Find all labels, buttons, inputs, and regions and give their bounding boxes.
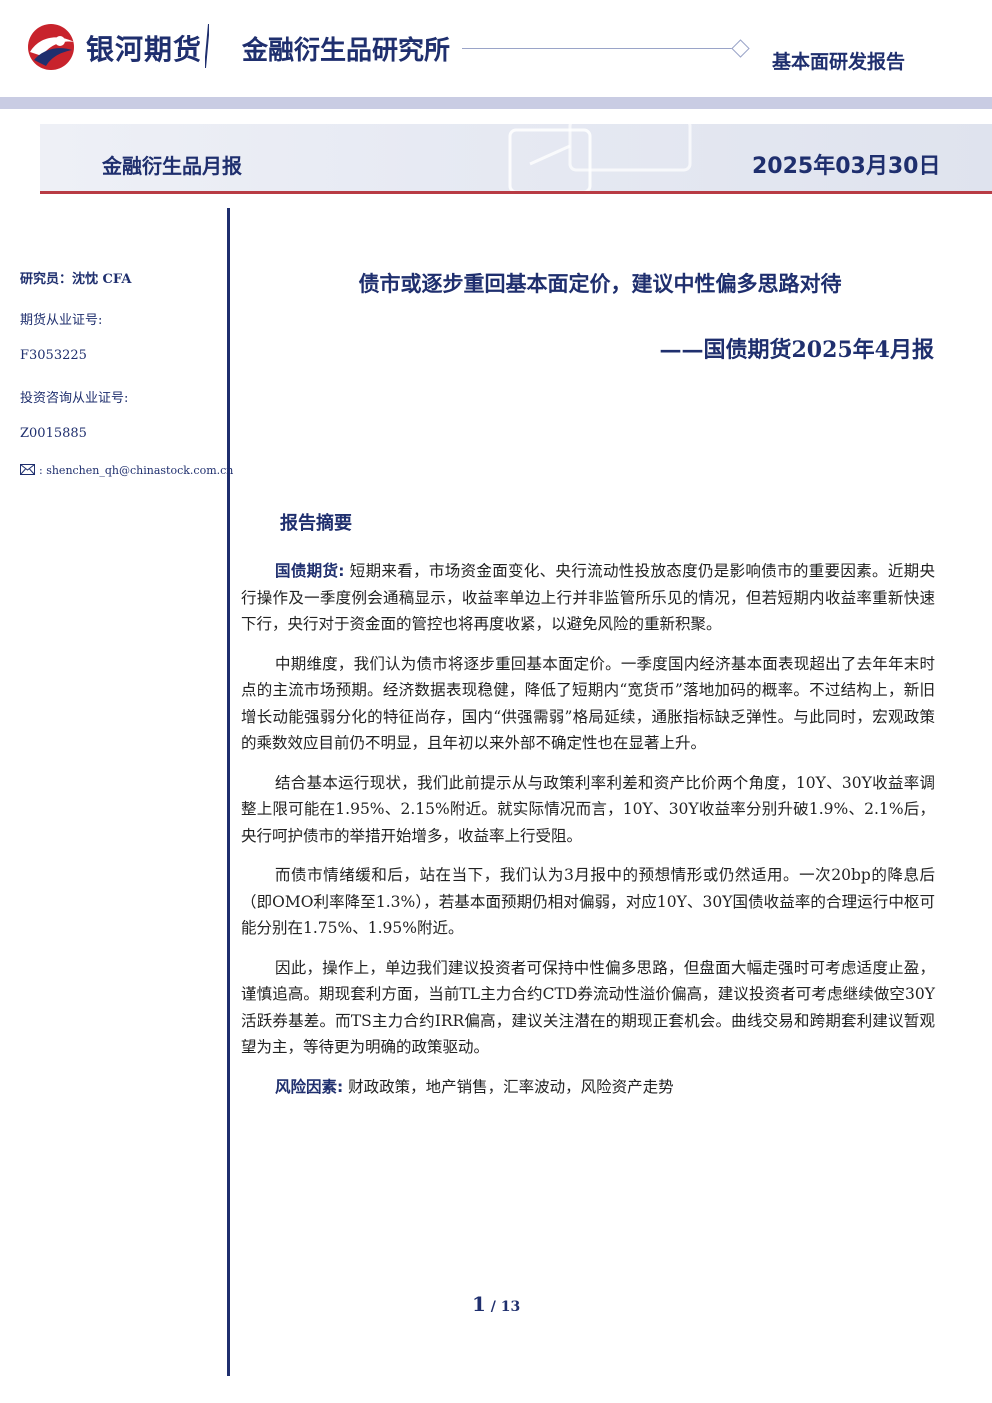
paragraph-2: 中期维度，我们认为债市将逐步重回基本面定价。一季度国内经济基本面表现超出了去年年… [241,651,935,757]
risk-text: 财政政策，地产销售，汇率波动，风险资产走势 [343,1077,674,1096]
paragraph-lead: 国债期货: [275,562,345,580]
institute-name: 金融衍生品研究所 [242,36,451,66]
header-slash [205,24,209,68]
report-date: 2025年03月30日 [752,154,941,179]
futures-license-label: 期货从业证号: [20,313,103,328]
paragraph-text: 因此，操作上，单边我们建议投资者可保持中性偏多思路，但盘面大幅走强时可考虑适度止… [241,958,935,1057]
investment-license-label: 投资咨询从业证号: [20,391,129,406]
banner-decoration-icon [508,124,692,192]
header-band [0,97,992,109]
paragraph-1: 国债期货: 短期来看，市场资金面变化、央行流动性投放态度仍是影响债市的重要因素。… [241,558,935,638]
page-separator: / [485,1299,501,1315]
page-current: 1 [472,1292,486,1316]
banner-underline [40,191,992,194]
report-subtitle: ——国债期货2025年4月报 [659,337,934,363]
email-address[interactable]: : shenchen_qh@chinastock.com.cn [39,464,234,477]
report-type: 基本面研发报告 [772,51,906,73]
investment-license-number: Z0015885 [20,426,87,441]
page-total: 13 [500,1299,521,1315]
page-number: 1 / 13 [472,1292,520,1316]
paragraph-5: 因此，操作上，单边我们建议投资者可保持中性偏多思路，但盘面大幅走强时可考虑适度止… [241,955,935,1061]
researcher-name: 研究员：沈忱 CFA [20,272,132,287]
diamond-icon [731,39,750,58]
paragraph-text: 短期来看，市场资金面变化、央行流动性投放态度仍是影响债市的重要因素。近期央行操作… [241,562,936,633]
report-title: 债市或逐步重回基本面定价，建议中性偏多思路对待 [358,272,842,296]
email-row: : shenchen_qh@chinastock.com.cn [20,464,233,482]
galaxy-logo-icon [28,24,74,70]
series-title: 金融衍生品月报 [102,154,242,178]
abstract-body: 国债期货: 短期来看，市场资金面变化、央行流动性投放态度仍是影响债市的重要因素。… [241,558,935,1113]
vertical-divider [227,208,230,1376]
paragraph-4: 而债市情绪缓和后，站在当下，我们认为3月报中的预想情形或仍然适用。一次20bp的… [241,862,935,942]
header-rule [462,48,734,49]
mail-icon [20,464,35,475]
futures-license-number: F3053225 [20,348,87,363]
title-banner [40,124,992,192]
paragraph-text: 而债市情绪缓和后，站在当下，我们认为3月报中的预想情形或仍然适用。一次20bp的… [241,866,935,937]
risk-lead: 风险因素: [275,1077,344,1096]
abstract-heading: 报告摘要 [280,513,352,534]
paragraph-3: 结合基本运行现状，我们此前提示从与政策利率利差和资产比价两个角度，10Y、30Y… [241,770,935,850]
paragraph-text: 结合基本运行现状，我们此前提示从与政策利率利差和资产比价两个角度，10Y、30Y… [241,773,935,845]
top-header: 银河期货 金融衍生品研究所 基本面研发报告 [0,0,992,110]
brand-name: 银河期货 [86,33,203,66]
risk-factors: 风险因素: 财政政策，地产销售，汇率波动，风险资产走势 [241,1074,935,1101]
paragraph-text: 中期维度，我们认为债市将逐步重回基本面定价。一季度国内经济基本面表现超出了去年年… [241,654,935,753]
